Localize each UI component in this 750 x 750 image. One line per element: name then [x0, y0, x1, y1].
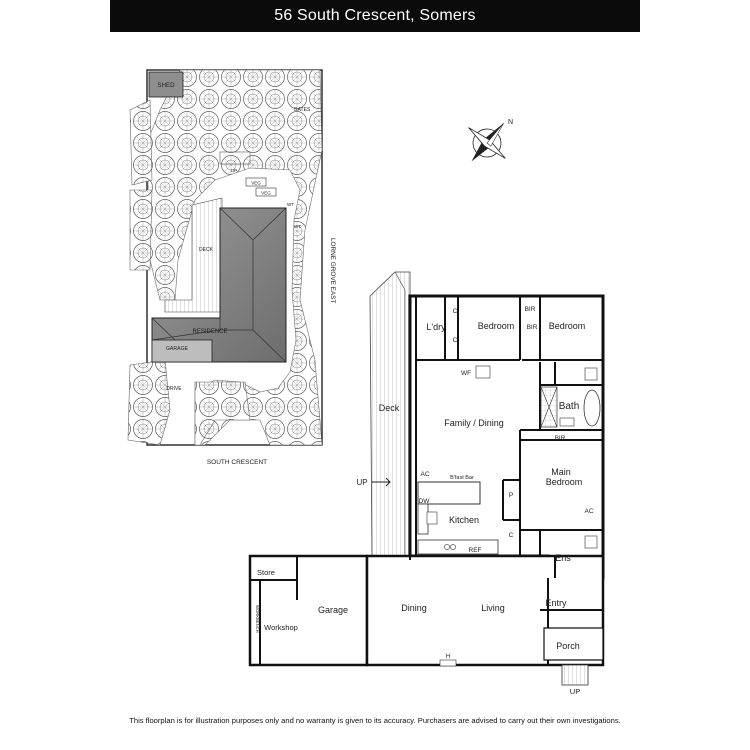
deck-label: Deck	[379, 403, 400, 413]
veg-label-2: VEG	[261, 191, 271, 196]
gates-label: GATES	[294, 107, 311, 113]
laundry-label: L'dry	[426, 322, 446, 332]
air-con-label-1: AC	[420, 471, 429, 478]
north-label: N	[508, 119, 513, 126]
garage-label: Garage	[318, 605, 348, 615]
cupboard-label-2: C	[453, 337, 458, 344]
page-title-bar: 56 South Crescent, Somers	[110, 0, 640, 32]
bathtub	[583, 389, 601, 427]
kitchen-bench	[417, 539, 499, 555]
dishwasher	[417, 503, 429, 535]
heater	[439, 659, 457, 667]
site-garage-label: GARAGE	[166, 346, 189, 352]
veg-label-1: VEG	[251, 181, 261, 186]
heater-label: H	[446, 654, 450, 660]
house-outline	[408, 294, 605, 580]
site-deck-label: DECK	[199, 247, 214, 253]
garage-roof	[151, 339, 213, 363]
water-tank-label-1: WT	[287, 202, 294, 207]
dishwasher-label: DW	[419, 498, 431, 505]
bir-label-3: BIR	[555, 435, 566, 442]
shed-label: SHED	[157, 82, 175, 89]
wood-fire-label: WF	[461, 370, 471, 377]
main-bedroom-label-line-1: Main	[551, 467, 571, 477]
drive-label: DRIVE	[166, 386, 182, 392]
deck-area	[369, 271, 411, 557]
living-label: Living	[481, 603, 505, 613]
site-deck	[164, 197, 223, 313]
veg-bed-2	[255, 187, 277, 197]
floor-plan	[248, 271, 605, 686]
site-up-label: UP	[231, 168, 237, 173]
workshop-label: Workshop	[264, 623, 298, 632]
kitchen-sink	[426, 511, 438, 525]
family-dining-label: Family / Dining	[444, 418, 504, 428]
ensuite-toilet	[584, 535, 598, 549]
store-label: Store	[257, 568, 275, 577]
porch-area	[543, 627, 604, 661]
site-plan: SHED GATES UP VEG VEG WT WT DECK RESIDEN…	[127, 69, 336, 466]
cupboard-label-1: C	[453, 308, 458, 315]
cupboard-label-3: C	[509, 532, 514, 539]
main-bedroom-label-line-2: Bedroom	[546, 477, 583, 487]
bath-vanity	[559, 417, 575, 427]
bedroom-2-label: Bedroom	[549, 321, 586, 331]
ensuite-label: Ens	[555, 553, 571, 563]
south-crescent-label: SOUTH CRESCENT	[207, 459, 267, 466]
kitchen-label: Kitchen	[449, 515, 479, 525]
residence-label: RESIDENCE	[192, 329, 227, 335]
entry-label: Entry	[545, 598, 567, 608]
fridge-label: REF	[469, 547, 482, 554]
steps	[219, 151, 251, 165]
breakfast-bar-label: B'fast Bar	[450, 475, 474, 481]
wood-fire	[475, 365, 491, 379]
porch-up-label: UP	[570, 687, 580, 696]
porch-label: Porch	[556, 641, 580, 651]
pantry-label: P	[509, 492, 513, 499]
page-title: 56 South Crescent, Somers	[274, 7, 476, 24]
north-compass-icon	[468, 122, 506, 162]
toilet	[584, 367, 598, 381]
bir-label-2: BIR	[527, 324, 538, 331]
veg-bed-1	[245, 177, 267, 187]
bedroom-1-label: Bedroom	[478, 321, 515, 331]
porch-steps	[561, 664, 589, 686]
bath-label: Bath	[559, 401, 580, 412]
dining-label: Dining	[401, 603, 427, 613]
water-tank-label-2: WT	[294, 224, 301, 229]
air-con-label-2: AC	[584, 508, 593, 515]
disclaimer-text: This floorplan is for illustration purpo…	[129, 716, 621, 725]
bir-label-1: BIR	[525, 306, 536, 313]
deck-up-arrow-icon	[372, 477, 391, 487]
breakfast-bar	[417, 481, 481, 505]
workbench-label: WORKBENCH	[255, 605, 260, 633]
lorne-grove-east-label: LORNE GROVE EAST	[329, 238, 336, 303]
shed	[148, 71, 184, 98]
deck-up-label: UP	[356, 478, 367, 487]
internal-walls	[415, 296, 603, 578]
room-labels: L'dry C C Bedroom BIR BIR Bedroom WF Bat…	[255, 306, 594, 696]
